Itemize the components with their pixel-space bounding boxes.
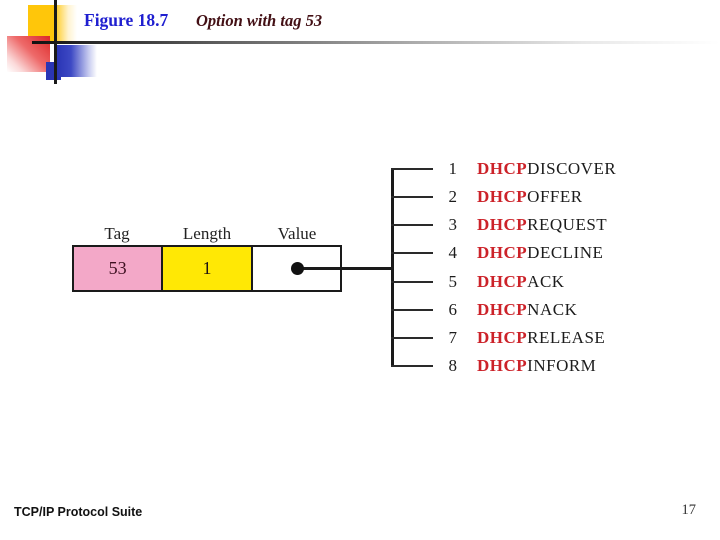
message-name: REQUEST [527, 215, 608, 235]
list-item: 7 DHCP RELEASE [440, 324, 616, 352]
emblem-crosshair-line [54, 0, 57, 84]
value-dot [291, 262, 304, 275]
message-number: 4 [448, 243, 458, 263]
column-header-length: Length [182, 224, 232, 243]
message-number: 2 [448, 187, 458, 207]
message-name: OFFER [527, 187, 583, 207]
footer-title: TCP/IP Protocol Suite [14, 505, 143, 519]
bracket-tick [391, 252, 433, 254]
list-item: 8 DHCP INFORM [440, 352, 616, 380]
message-prefix: DHCP [477, 159, 528, 179]
message-number: 3 [448, 215, 458, 235]
bracket-tick [391, 309, 433, 311]
bracket-tick [391, 337, 433, 339]
dhcp-message-list: 1 DHCP DISCOVER 2 DHCP OFFER 3 DHCP REQU… [440, 155, 616, 380]
message-prefix: DHCP [477, 299, 528, 319]
option-table: 53 1 [72, 245, 342, 292]
message-name: DECLINE [527, 243, 604, 263]
list-item: 2 DHCP OFFER [440, 183, 616, 211]
message-prefix: DHCP [477, 187, 528, 207]
message-number: 7 [448, 327, 458, 347]
message-name: DISCOVER [527, 159, 617, 179]
list-item: 3 DHCP REQUEST [440, 211, 616, 239]
message-prefix: DHCP [477, 327, 528, 347]
message-prefix: DHCP [477, 243, 528, 263]
message-prefix: DHCP [477, 356, 528, 376]
emblem-yellow-square [28, 5, 77, 42]
bracket-tick [391, 168, 433, 170]
list-item: 1 DHCP DISCOVER [440, 155, 616, 183]
page-number: 17 [681, 502, 697, 518]
bracket-line [391, 168, 394, 367]
figure-title: Option with tag 53 [196, 11, 323, 30]
header-rule-line [32, 41, 720, 44]
message-number: 1 [448, 159, 458, 179]
emblem-blue-square [57, 45, 97, 77]
figure-label: Figure 18.7 [84, 10, 169, 30]
message-prefix: DHCP [477, 215, 528, 235]
message-prefix: DHCP [477, 271, 528, 291]
message-name: ACK [527, 271, 565, 291]
message-number: 6 [448, 299, 458, 319]
column-header-value: Value [277, 224, 317, 243]
column-header-tag: Tag [104, 224, 130, 243]
length-cell: 1 [161, 247, 251, 290]
message-name: RELEASE [527, 327, 606, 347]
message-name: INFORM [527, 356, 597, 376]
list-item: 5 DHCP ACK [440, 268, 616, 296]
message-name: NACK [527, 299, 578, 319]
bracket-tick [391, 281, 433, 283]
list-item: 6 DHCP NACK [440, 296, 616, 324]
bracket-tick [391, 365, 433, 367]
list-item: 4 DHCP DECLINE [440, 239, 616, 267]
connector-line [297, 267, 394, 270]
message-number: 5 [448, 271, 458, 291]
bracket-tick [391, 224, 433, 226]
tag-cell: 53 [74, 247, 162, 290]
message-number: 8 [448, 356, 458, 376]
bracket-tick [391, 196, 433, 198]
